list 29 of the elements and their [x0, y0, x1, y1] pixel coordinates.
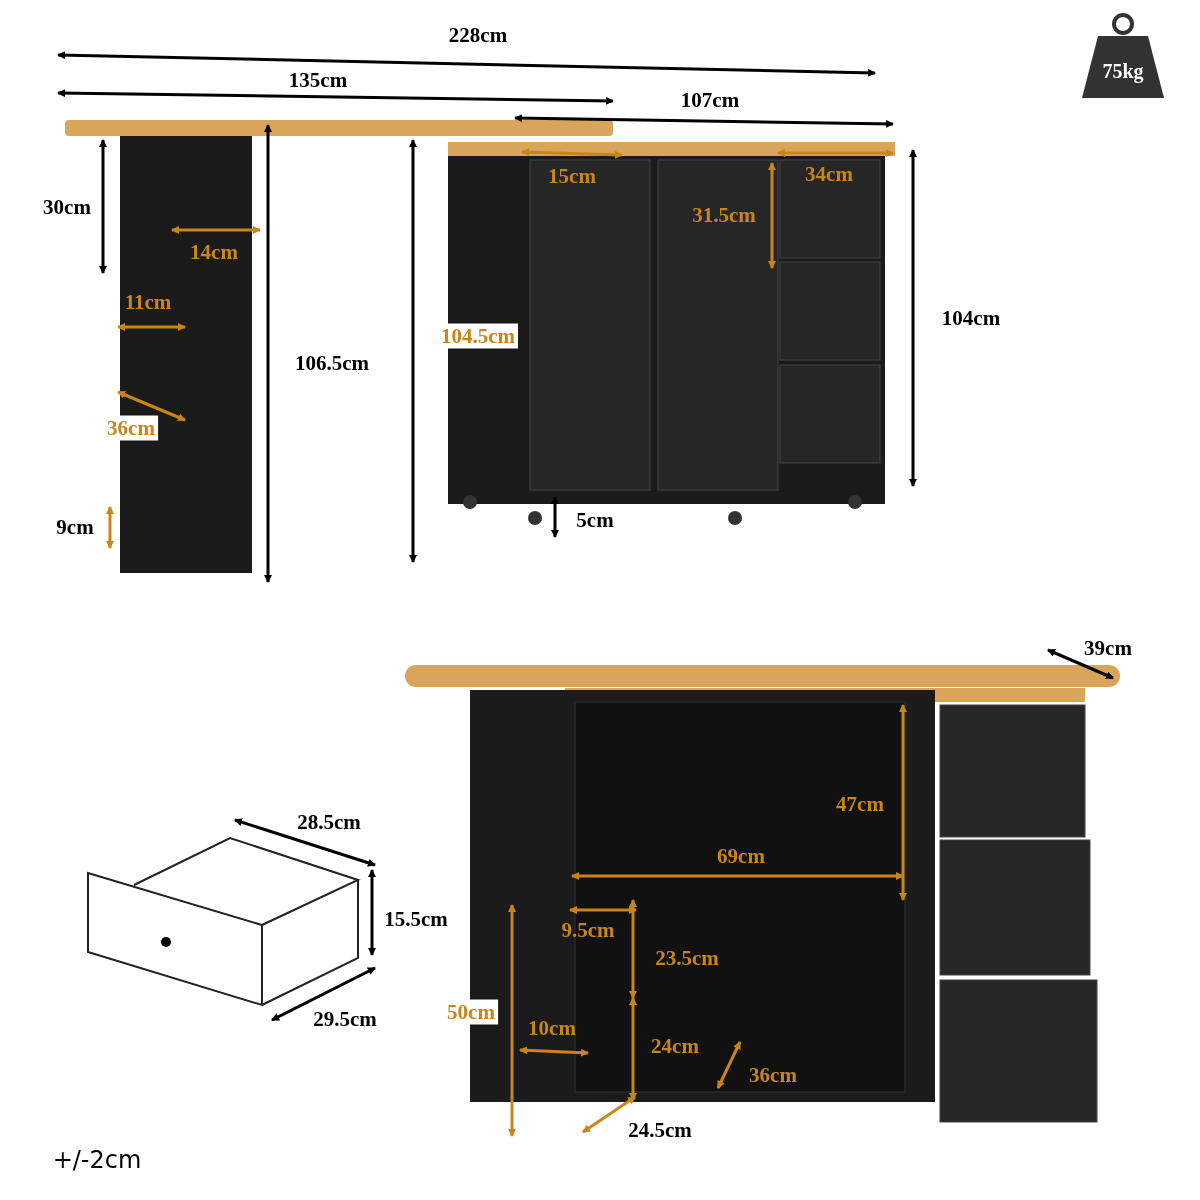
dimension-label: 36cm	[749, 1062, 797, 1088]
dimension-label: 23.5cm	[655, 945, 719, 971]
dimension-label: 15.5cm	[384, 906, 448, 932]
dimension-label: 14cm	[190, 239, 238, 265]
dimension-label: 228cm	[448, 22, 508, 48]
dimension-label: 135cm	[288, 67, 348, 93]
dimension-label: 39cm	[1084, 635, 1132, 661]
dimension-label: 24cm	[651, 1033, 699, 1059]
dimension-label: 15cm	[548, 163, 596, 189]
dimension-label: 69cm	[717, 843, 765, 869]
dimension-label: 10cm	[528, 1015, 576, 1041]
dimension-label: 11cm	[124, 289, 172, 315]
dimension-label: 31.5cm	[692, 202, 756, 228]
dimension-label: 24.5cm	[628, 1117, 692, 1143]
dimension-label: 30cm	[43, 194, 91, 220]
dimension-label: 36cm	[104, 415, 158, 441]
dimension-label: 104cm	[941, 305, 1001, 331]
dimension-label: 107cm	[680, 87, 740, 113]
weight-value: 75kg	[1101, 60, 1145, 83]
dimension-label: 106.5cm	[294, 350, 370, 376]
dimension-label: 29.5cm	[313, 1006, 377, 1032]
dimension-label: 47cm	[836, 791, 884, 817]
tolerance-note: +/-2cm	[52, 1146, 142, 1174]
dimension-label: 9cm	[56, 514, 94, 540]
dimension-label: 9.5cm	[561, 917, 615, 943]
dimension-label: 34cm	[805, 161, 853, 187]
dimension-label: 5cm	[576, 507, 614, 533]
dimension-label: 50cm	[444, 999, 498, 1025]
dimension-label: 28.5cm	[297, 809, 361, 835]
